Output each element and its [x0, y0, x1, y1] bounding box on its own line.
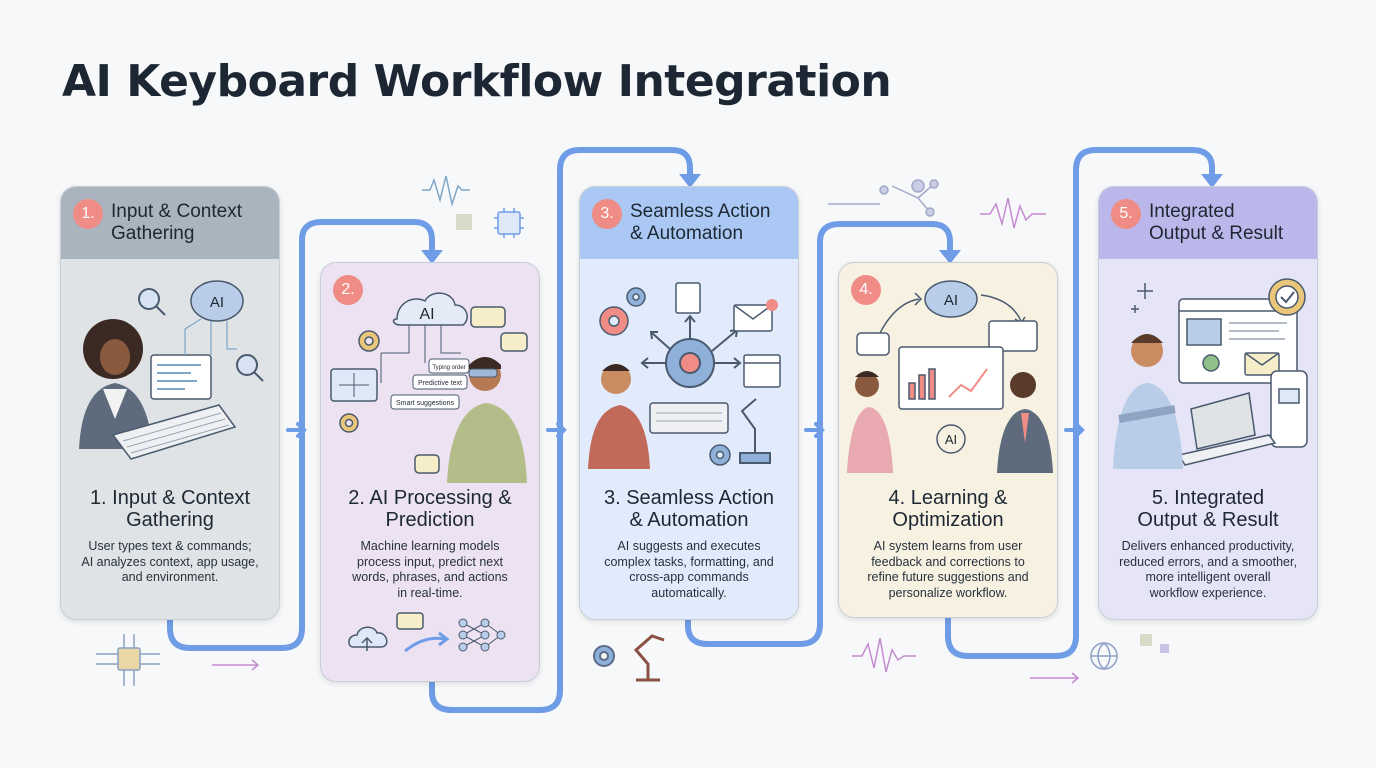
svg-text:AI: AI	[944, 292, 958, 309]
award-badge-icon	[1268, 278, 1306, 316]
robot-arm-icon	[739, 398, 771, 464]
laptop-icon	[1177, 392, 1277, 466]
decor-waveform-1	[422, 175, 470, 207]
side-arrow-3	[804, 422, 825, 438]
step-title: 5. Integrated Output & Result	[1137, 487, 1279, 531]
step-card-5: 5. Integrated Output & Result 5. Integra…	[1098, 186, 1318, 620]
step-header-4: 4.	[839, 263, 1057, 335]
step-title: 2. AI Processing & Prediction	[348, 487, 512, 531]
cloud-ai-icon: AI	[392, 292, 468, 326]
gear-icon	[339, 413, 359, 433]
chat-bubble-icon	[856, 332, 890, 356]
decor-robot-arm	[633, 634, 665, 682]
decor-arrow-2	[1030, 672, 1080, 684]
step-description: User types text & commands; AI analyzes …	[81, 539, 259, 584]
step-header-text: Integrated Output & Result	[1149, 201, 1284, 244]
calendar-icon	[743, 354, 781, 388]
decor-square-1	[456, 214, 472, 230]
illustration-ai-processing: AI Typing order Predictive text Smart su…	[330, 292, 528, 483]
step-card-3: 3. Seamless Action & Automation 3. Seaml…	[579, 186, 799, 620]
svg-text:Smart suggestions: Smart suggestions	[396, 400, 454, 407]
step-card-4: 4. AI AI 4. Learning & Optimization AI s…	[838, 262, 1058, 618]
step-header-2: 2.	[321, 263, 539, 335]
step-number-badge: 5.	[1111, 199, 1141, 229]
magnifier-icon	[138, 288, 166, 316]
arrowhead-2	[421, 250, 443, 264]
side-arrow-2	[546, 422, 567, 438]
step-number-badge: 2.	[333, 275, 363, 305]
step-header-text: Input & Context Gathering	[111, 201, 242, 244]
decor-square-2	[1140, 634, 1152, 646]
step-number-badge: 1.	[73, 199, 103, 229]
step-title: 1. Input & Context Gathering	[89, 487, 251, 531]
illustration-flow-footer	[348, 612, 506, 653]
dashboard-chart-icon	[898, 346, 1004, 410]
document-icon	[675, 282, 701, 314]
decor-waveform-3	[852, 637, 916, 673]
step-description: Machine learning models process input, p…	[352, 539, 508, 600]
list-panel-icon	[988, 320, 1038, 352]
illustration-learning: AI AI	[847, 280, 1053, 473]
envelope-icon	[733, 304, 773, 332]
central-gear-icon	[665, 338, 715, 388]
svg-text:AI: AI	[419, 306, 434, 323]
connector-4-5	[945, 147, 1215, 659]
phone-icon	[1270, 370, 1308, 448]
step-header-text: Seamless Action & Automation	[630, 201, 771, 244]
illustration-automation	[588, 282, 781, 469]
chat-bubble-icon	[414, 306, 528, 474]
step-header-5: 5. Integrated Output & Result	[1099, 187, 1317, 259]
step-number-badge: 3.	[592, 199, 622, 229]
ai-cycle-icon: AI	[936, 424, 966, 454]
gear-icon	[709, 444, 731, 466]
arrowhead-4	[939, 250, 961, 264]
step-number-badge: 4.	[851, 275, 881, 305]
side-arrow-4	[1064, 422, 1085, 438]
step-description: AI system learns from user feedback and …	[867, 539, 1029, 600]
side-arrow-1	[286, 422, 307, 438]
brain-icon: AI	[190, 280, 244, 322]
neural-network-icon	[458, 618, 506, 652]
decor-waveform-2	[980, 197, 1046, 229]
envelope-icon	[1244, 352, 1280, 376]
svg-text:Typing order: Typing order	[432, 365, 465, 371]
svg-text:AI: AI	[945, 432, 957, 447]
decor-chip-2	[96, 634, 160, 686]
arrow-icon	[404, 631, 450, 653]
step-card-2: 2. AI Typing order Predictive text Smart…	[320, 262, 540, 682]
arrowhead-3	[679, 174, 701, 188]
sparkle-icon	[1131, 283, 1153, 313]
illustration-input-context: AI	[79, 280, 264, 460]
decor-chip-1	[494, 208, 524, 238]
decor-arrow-1	[212, 659, 260, 671]
cloud-upload-icon	[348, 626, 388, 651]
step-title: 3. Seamless Action & Automation	[603, 487, 775, 531]
decor-square-3	[1160, 644, 1169, 653]
step-header-3: 3. Seamless Action & Automation	[580, 187, 798, 259]
magnifier-icon	[236, 354, 264, 382]
gear-icon	[626, 287, 646, 307]
gear-icon	[358, 330, 380, 352]
decor-gear-below-3	[593, 645, 615, 667]
decor-globe-icon	[1090, 642, 1118, 670]
step-description: Delivers enhanced productivity, reduced …	[1119, 539, 1297, 600]
illustration-output	[1113, 278, 1308, 469]
gear-icon	[599, 306, 629, 336]
svg-text:Predictive text: Predictive text	[418, 380, 462, 387]
step-header-1: 1. Input & Context Gathering	[61, 187, 279, 259]
svg-text:AI: AI	[210, 294, 224, 311]
step-description: AI suggests and executes complex tasks, …	[604, 539, 774, 600]
decor-network-1	[828, 179, 939, 217]
brain-icon: AI	[924, 280, 978, 318]
chat-bubble-icon	[396, 612, 424, 630]
step-title: 4. Learning & Optimization	[888, 487, 1008, 531]
arrowhead-5	[1201, 174, 1223, 188]
page-title: AI Keyboard Workflow Integration	[62, 56, 892, 107]
step-card-1: 1. Input & Context Gathering AI 1. Input…	[60, 186, 280, 620]
